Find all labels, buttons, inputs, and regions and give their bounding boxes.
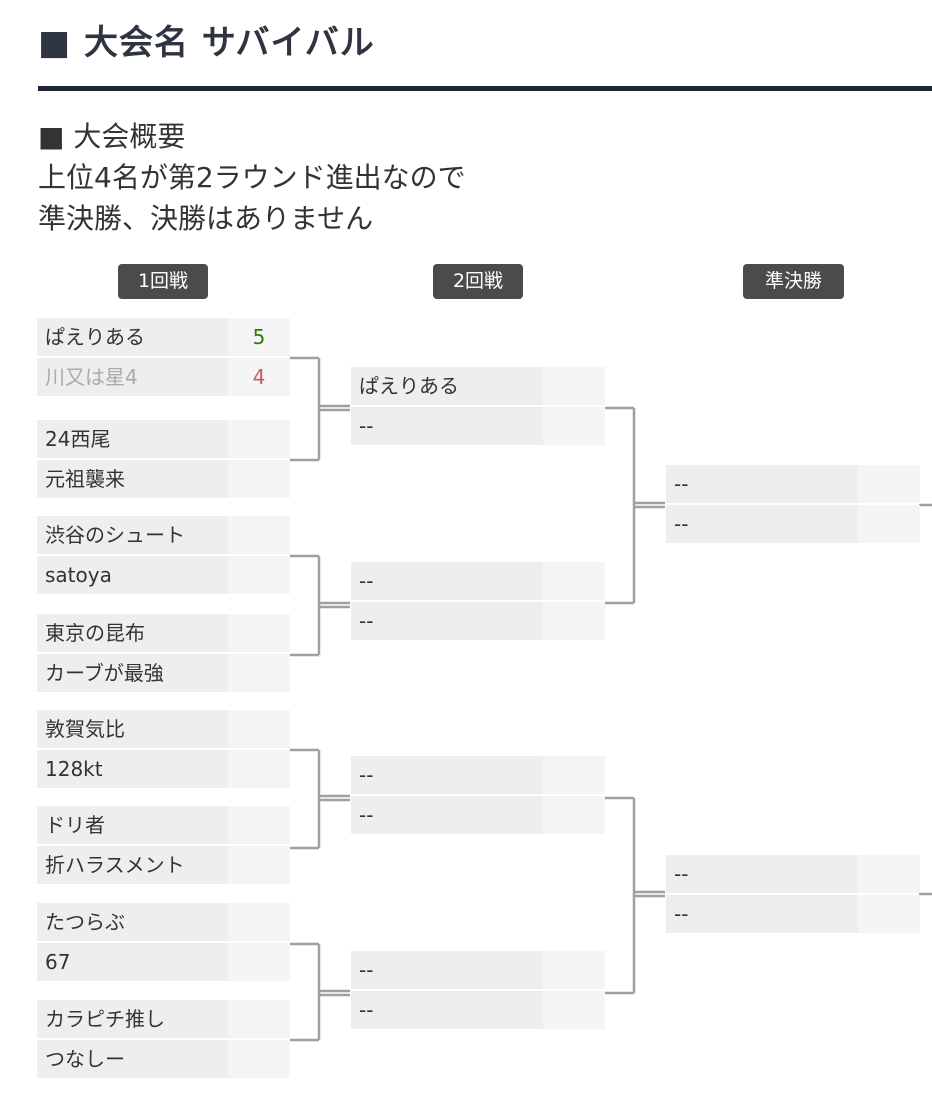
player-score — [858, 465, 920, 503]
player-name: 敦賀気比 — [37, 710, 228, 748]
player-name: たつらぶ — [37, 903, 228, 941]
player-name: つなしー — [37, 1040, 228, 1078]
bracket-slot[interactable]: -- — [351, 407, 605, 445]
player-score — [228, 943, 290, 981]
player-score — [543, 407, 605, 445]
bracket-slot[interactable]: -- — [351, 756, 605, 794]
player-score — [228, 420, 290, 458]
round-label-1: 1回戦 — [118, 264, 208, 299]
player-score — [228, 806, 290, 844]
bracket-slot[interactable]: -- — [666, 465, 920, 503]
player-name: 折ハラスメント — [37, 846, 228, 884]
player-score — [228, 556, 290, 594]
bracket-slot[interactable]: -- — [666, 895, 920, 933]
bracket-slot[interactable]: 折ハラスメント — [37, 846, 290, 884]
round-label-2: 2回戦 — [433, 264, 523, 299]
bracket-slot[interactable]: カラピチ推し — [37, 1000, 290, 1038]
player-score — [228, 846, 290, 884]
player-score — [228, 903, 290, 941]
bracket-slot[interactable]: 渋谷のシュート — [37, 516, 290, 554]
bracket-slot[interactable]: -- — [666, 855, 920, 893]
player-score — [543, 991, 605, 1029]
bracket-slot[interactable]: -- — [351, 796, 605, 834]
player-score — [228, 654, 290, 692]
player-name: 東京の昆布 — [37, 614, 228, 652]
player-name: -- — [351, 951, 543, 989]
bracket-slot[interactable]: 東京の昆布 — [37, 614, 290, 652]
bracket-slot[interactable]: -- — [351, 951, 605, 989]
overview-heading: ■ 大会概要 — [38, 120, 186, 153]
round-label-semifinal: 準決勝 — [743, 264, 844, 299]
player-name: 元祖襲来 — [37, 460, 228, 498]
bracket-slot[interactable]: ドリ者 — [37, 806, 290, 844]
player-score — [543, 756, 605, 794]
player-score — [543, 562, 605, 600]
overview-section: ■ 大会概要 上位4名が第2ラウンド進出なので 準決勝、決勝はありません — [38, 116, 466, 239]
player-score — [858, 505, 920, 543]
overview-line: 上位4名が第2ラウンド進出なので — [38, 161, 466, 194]
player-name: ぱえりある — [351, 367, 543, 405]
bracket-slot[interactable]: ぱえりある — [351, 367, 605, 405]
bracket-slot[interactable]: たつらぶ — [37, 903, 290, 941]
player-name: -- — [666, 895, 858, 933]
player-name: -- — [351, 407, 543, 445]
bracket-slot[interactable]: -- — [351, 991, 605, 1029]
player-score — [228, 614, 290, 652]
player-score: 4 — [228, 358, 290, 396]
player-name: 67 — [37, 943, 228, 981]
player-name: 128kt — [37, 750, 228, 788]
player-name: -- — [351, 796, 543, 834]
player-score — [228, 750, 290, 788]
bracket-slot[interactable]: カーブが最強 — [37, 654, 290, 692]
player-score — [858, 895, 920, 933]
player-name: 川又は星4 — [37, 358, 228, 396]
player-score — [228, 1000, 290, 1038]
player-name: -- — [351, 602, 543, 640]
player-name: カラピチ推し — [37, 1000, 228, 1038]
player-name: -- — [351, 562, 543, 600]
bracket-slot[interactable]: 24西尾 — [37, 420, 290, 458]
player-name: 渋谷のシュート — [37, 516, 228, 554]
player-score — [543, 602, 605, 640]
bracket-slot[interactable]: satoya — [37, 556, 290, 594]
bracket-slot[interactable]: 元祖襲来 — [37, 460, 290, 498]
player-name: -- — [351, 991, 543, 1029]
bracket-slot[interactable]: 敦賀気比 — [37, 710, 290, 748]
bracket-slot[interactable]: -- — [666, 505, 920, 543]
page-title: ■ 大会名 サバイバル — [38, 23, 375, 63]
player-score — [858, 855, 920, 893]
player-name: -- — [666, 505, 858, 543]
player-name: -- — [666, 855, 858, 893]
player-name: ドリ者 — [37, 806, 228, 844]
player-name: 24西尾 — [37, 420, 228, 458]
player-score — [543, 796, 605, 834]
player-score — [228, 710, 290, 748]
bracket-slot[interactable]: 67 — [37, 943, 290, 981]
player-name: satoya — [37, 556, 228, 594]
player-name: -- — [351, 756, 543, 794]
player-score — [543, 951, 605, 989]
page-header: ■ 大会名 サバイバル — [38, 18, 932, 91]
player-name: カーブが最強 — [37, 654, 228, 692]
player-name: ぱえりある — [37, 318, 228, 356]
bracket-slot[interactable]: -- — [351, 562, 605, 600]
bracket-slot[interactable]: -- — [351, 602, 605, 640]
bracket-slot[interactable]: つなしー — [37, 1040, 290, 1078]
player-name: -- — [666, 465, 858, 503]
player-score — [228, 516, 290, 554]
overview-line: 準決勝、決勝はありません — [38, 202, 374, 235]
bracket-slot[interactable]: 128kt — [37, 750, 290, 788]
player-score — [543, 367, 605, 405]
player-score — [228, 1040, 290, 1078]
player-score — [228, 460, 290, 498]
player-score: 5 — [228, 318, 290, 356]
title-divider — [38, 86, 932, 91]
